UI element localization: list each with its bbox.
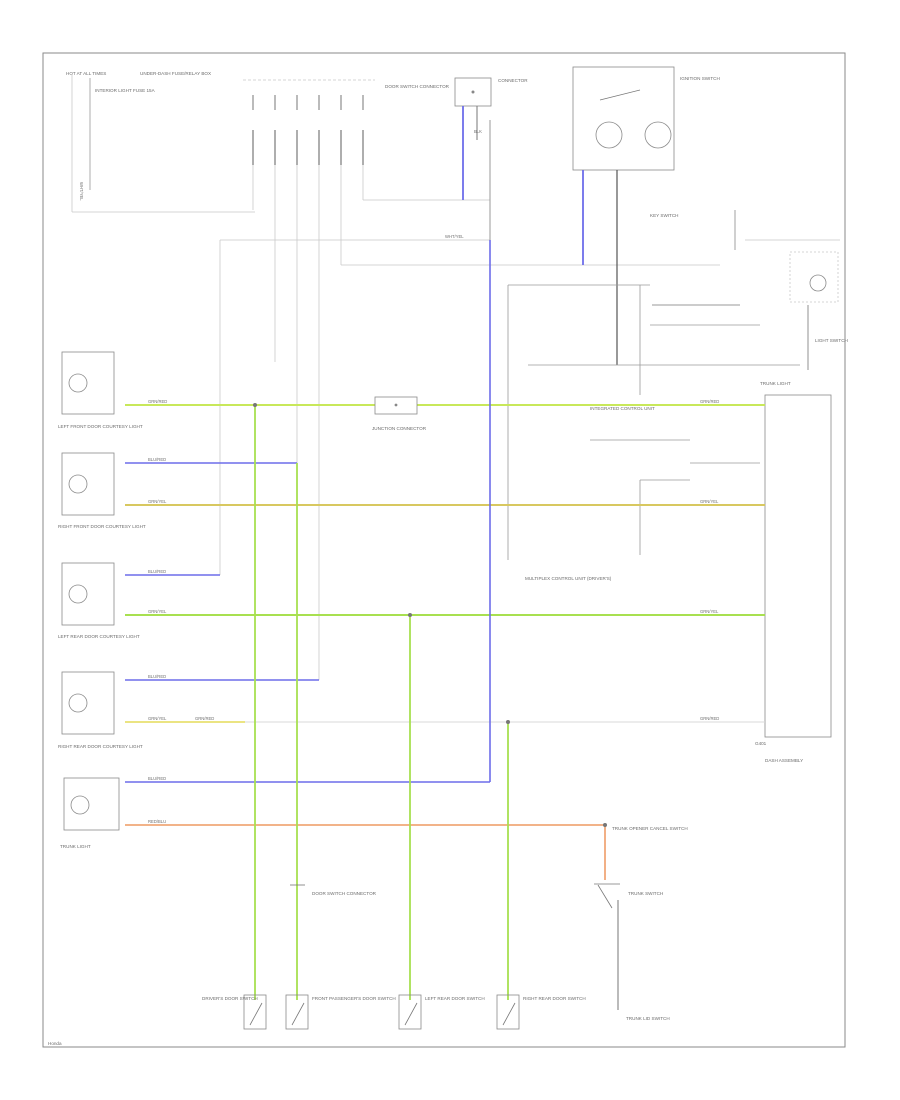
trunk-light-top-label: TRUNK LIGHT <box>760 381 791 386</box>
courtesy-light-right-front: RIGHT FRONT DOOR COURTESY LIGHT <box>58 452 146 529</box>
wire-row-1-label-right: GRN/RED <box>700 399 719 404</box>
junction-dot <box>506 720 510 724</box>
fuse-box: HOT AT ALL TIMES INTERIOR LIGHT FUSE 15A… <box>66 71 255 213</box>
wire-row-5-label-right: GRN/YEL <box>700 609 719 614</box>
wire-row-4-label: BLU/RED <box>148 569 166 574</box>
top-connector-label: CONNECTOR <box>498 78 528 83</box>
wire-row-6-label: BLU/RED <box>148 674 166 679</box>
right-rear-door-switch: RIGHT REAR DOOR SWITCH <box>496 994 586 1030</box>
figure-id: Honda <box>48 1041 62 1046</box>
courtesy-light-left-front-label: LEFT FRONT DOOR COURTESY LIGHT <box>58 424 143 429</box>
driver-door-switch-label: DRIVER'S DOOR SWITCH <box>202 996 258 1001</box>
fuse-box-fuse-label: INTERIOR LIGHT FUSE 15A <box>95 88 156 93</box>
courtesy-light-right-rear-label: RIGHT REAR DOOR COURTESY LIGHT <box>58 744 143 749</box>
key-switch-label: KEY SWITCH <box>650 213 679 218</box>
courtesy-light-left-front: LEFT FRONT DOOR COURTESY LIGHT <box>58 351 143 429</box>
junction-connector-label: JUNCTION CONNECTOR <box>372 426 427 431</box>
front-pass-door-switch: FRONT PASSENGER'S DOOR SWITCH <box>285 994 396 1030</box>
bottom-door-switch-connector: DOOR SWITCH CONNECTOR <box>290 884 377 896</box>
diagram-frame <box>42 52 846 1048</box>
front-pass-door-switch-label: FRONT PASSENGER'S DOOR SWITCH <box>312 996 396 1001</box>
courtesy-light-right-rear: RIGHT REAR DOOR COURTESY LIGHT <box>58 671 143 749</box>
wire-row-7-label-right: GRN/RED <box>700 716 719 721</box>
trunk-switch-label: TRUNK SWITCH <box>628 891 663 896</box>
driver-door-switch: DRIVER'S DOOR SWITCH <box>202 994 267 1030</box>
top-connector-pin-label: BLK <box>474 129 482 134</box>
wire-row-5-label-left: GRN/YEL <box>148 609 167 614</box>
left-rear-door-switch: LEFT REAR DOOR SWITCH <box>398 994 485 1030</box>
wire-row-3-label-right: GRN/YEL <box>700 499 719 504</box>
courtesy-light-left-rear-label: LEFT REAR DOOR COURTESY LIGHT <box>58 634 140 639</box>
dash-assembly: DASH ASSEMBLY TRUNK LIGHT <box>760 381 832 763</box>
courtesy-light-right-front-label: RIGHT FRONT DOOR COURTESY LIGHT <box>58 524 146 529</box>
trunk-light: TRUNK LIGHT <box>60 777 120 849</box>
bottom-connector-label: DOOR SWITCH CONNECTOR <box>312 891 377 896</box>
trunk-lid-switch-label: TRUNK LID SWITCH <box>626 1016 670 1021</box>
light-switch-label: LIGHT SWITCH <box>815 338 848 343</box>
courtesy-light-left-rear: LEFT REAR DOOR COURTESY LIGHT <box>58 562 140 639</box>
ignition-switch-label: IGNITION SWITCH <box>680 76 720 81</box>
multiplex-control-unit: MULTIPLEX CONTROL UNIT (DRIVER'S) INTEGR… <box>507 284 800 581</box>
junction-dot <box>253 403 257 407</box>
right-rear-door-switch-label: RIGHT REAR DOOR SWITCH <box>523 996 586 1001</box>
multiplex-unit-label: MULTIPLEX CONTROL UNIT (DRIVER'S) <box>525 576 612 581</box>
trunk-light-label: TRUNK LIGHT <box>60 844 91 849</box>
wire-row-3-label-left: GRN/YEL <box>148 499 167 504</box>
ignition-switch: IGNITION SWITCH <box>572 66 720 365</box>
trunk-opener-label: TRUNK OPENER CANCEL SWITCH <box>612 826 688 831</box>
wire-row-7-label-mid: GRN/RED <box>195 716 214 721</box>
junction-dot <box>408 613 412 617</box>
fuse-box-power-label: HOT AT ALL TIMES <box>66 71 106 76</box>
wire-row-9-label: RED/BLU <box>148 819 166 824</box>
fuse-box-wire-label: WHT/YEL <box>79 182 84 201</box>
fuse-box-desc-label: UNDER-DASH FUSE/RELAY BOX <box>140 71 211 76</box>
wire-row-7-label-left: GRN/YEL <box>148 716 167 721</box>
key-switch: KEY SWITCH LIGHT SWITCH <box>650 210 848 370</box>
wire-label-top-1: WHT/YEL <box>445 234 464 239</box>
door-switch-connector: DOOR SWITCH CONNECTOR <box>243 79 450 165</box>
integrated-unit-label: INTEGRATED CONTROL UNIT <box>590 406 655 411</box>
wire-row-2-label: BLU/RED <box>148 457 166 462</box>
trunk-switch: TRUNK SWITCH TRUNK OPENER CANCEL SWITCH … <box>594 826 688 1021</box>
junction-dot <box>603 823 607 827</box>
top-connector: CONNECTOR BLK <box>454 77 528 240</box>
wire-row-1-label-left: GRN/RED <box>148 399 167 404</box>
left-rear-door-switch-label: LEFT REAR DOOR SWITCH <box>425 996 485 1001</box>
dash-assembly-label: DASH ASSEMBLY <box>765 758 803 763</box>
wire-row-8-label: BLU/RED <box>148 776 166 781</box>
door-switch-connector-label: DOOR SWITCH CONNECTOR <box>385 84 450 89</box>
junction-connector: JUNCTION CONNECTOR <box>372 396 427 431</box>
ground-label: G401 <box>755 741 767 746</box>
